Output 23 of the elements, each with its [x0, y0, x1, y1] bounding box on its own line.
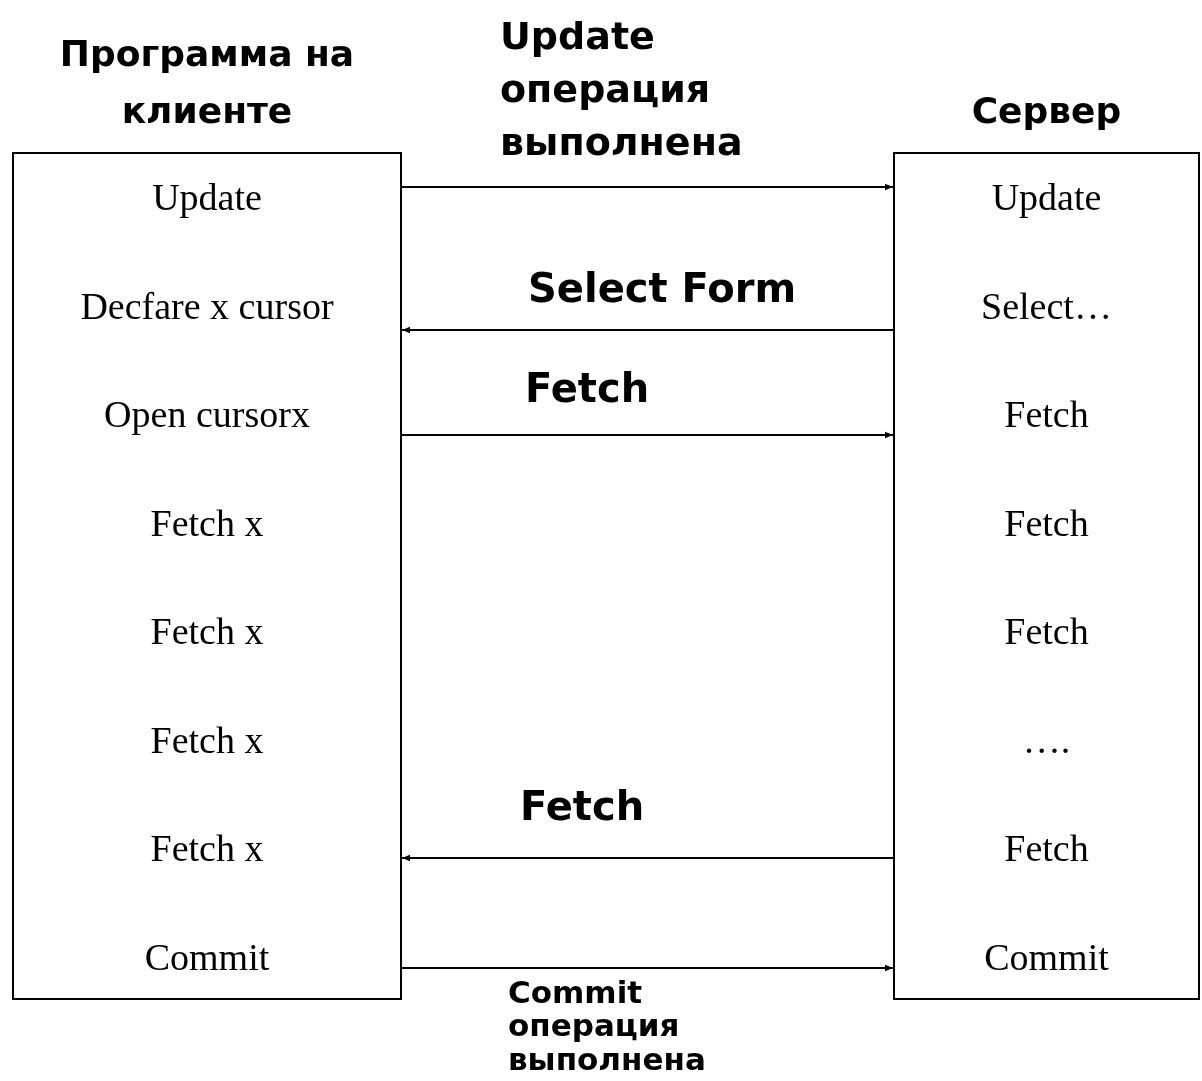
- step-text: Open cursorx: [104, 392, 310, 437]
- step-text: Fetch: [1004, 826, 1089, 871]
- arrow: [401, 964, 894, 972]
- step-text: Decfare x cursor: [80, 283, 334, 328]
- step-text: Fetch: [1004, 500, 1089, 545]
- step-text: Update: [152, 175, 262, 220]
- step-text: ….: [1022, 717, 1071, 762]
- arrow: [401, 326, 894, 334]
- column-heading: Сервер: [970, 89, 1123, 134]
- step-text: Fetch: [1004, 609, 1089, 654]
- step-text: Fetch: [1004, 392, 1089, 437]
- step-text: Fetch x: [150, 717, 264, 762]
- step-text: Select…: [981, 283, 1112, 328]
- step-text: Fetch x: [150, 609, 264, 654]
- step-text: Fetch x: [150, 500, 264, 545]
- arrow: [401, 431, 894, 439]
- step-text: Fetch x: [150, 826, 264, 871]
- step-text: Commit: [144, 934, 270, 979]
- step-text: Commit: [984, 934, 1109, 979]
- step-text: Update: [991, 175, 1102, 220]
- arrow: [401, 854, 894, 862]
- column-heading: Программа на клиенте: [58, 31, 356, 134]
- arrow: [401, 183, 894, 191]
